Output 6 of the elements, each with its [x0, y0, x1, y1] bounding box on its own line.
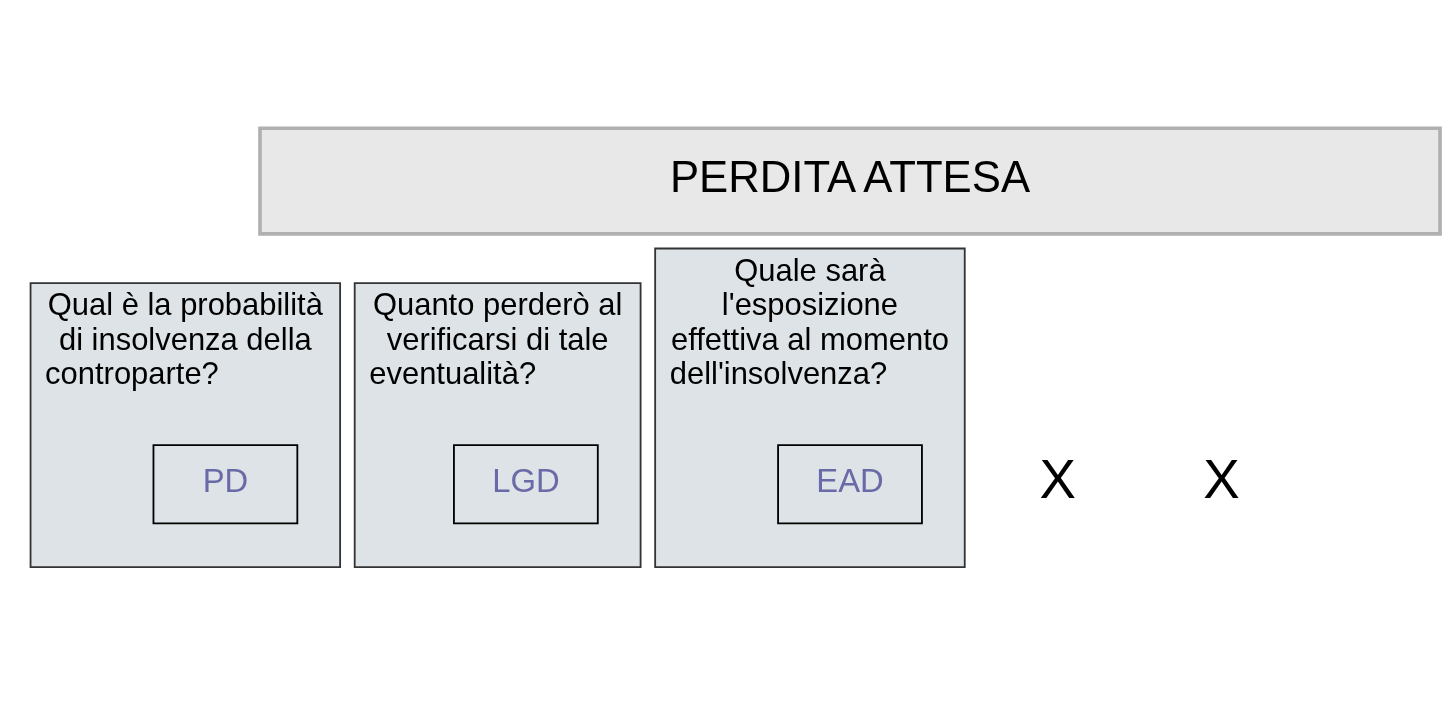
label: X	[1203, 448, 1240, 510]
node-box: EAD	[777, 444, 923, 525]
label: X	[1039, 448, 1076, 510]
node-box: LGD	[453, 444, 599, 525]
node-box: PD	[152, 444, 299, 525]
node-box: PERDITA ATTESA	[258, 126, 1442, 236]
